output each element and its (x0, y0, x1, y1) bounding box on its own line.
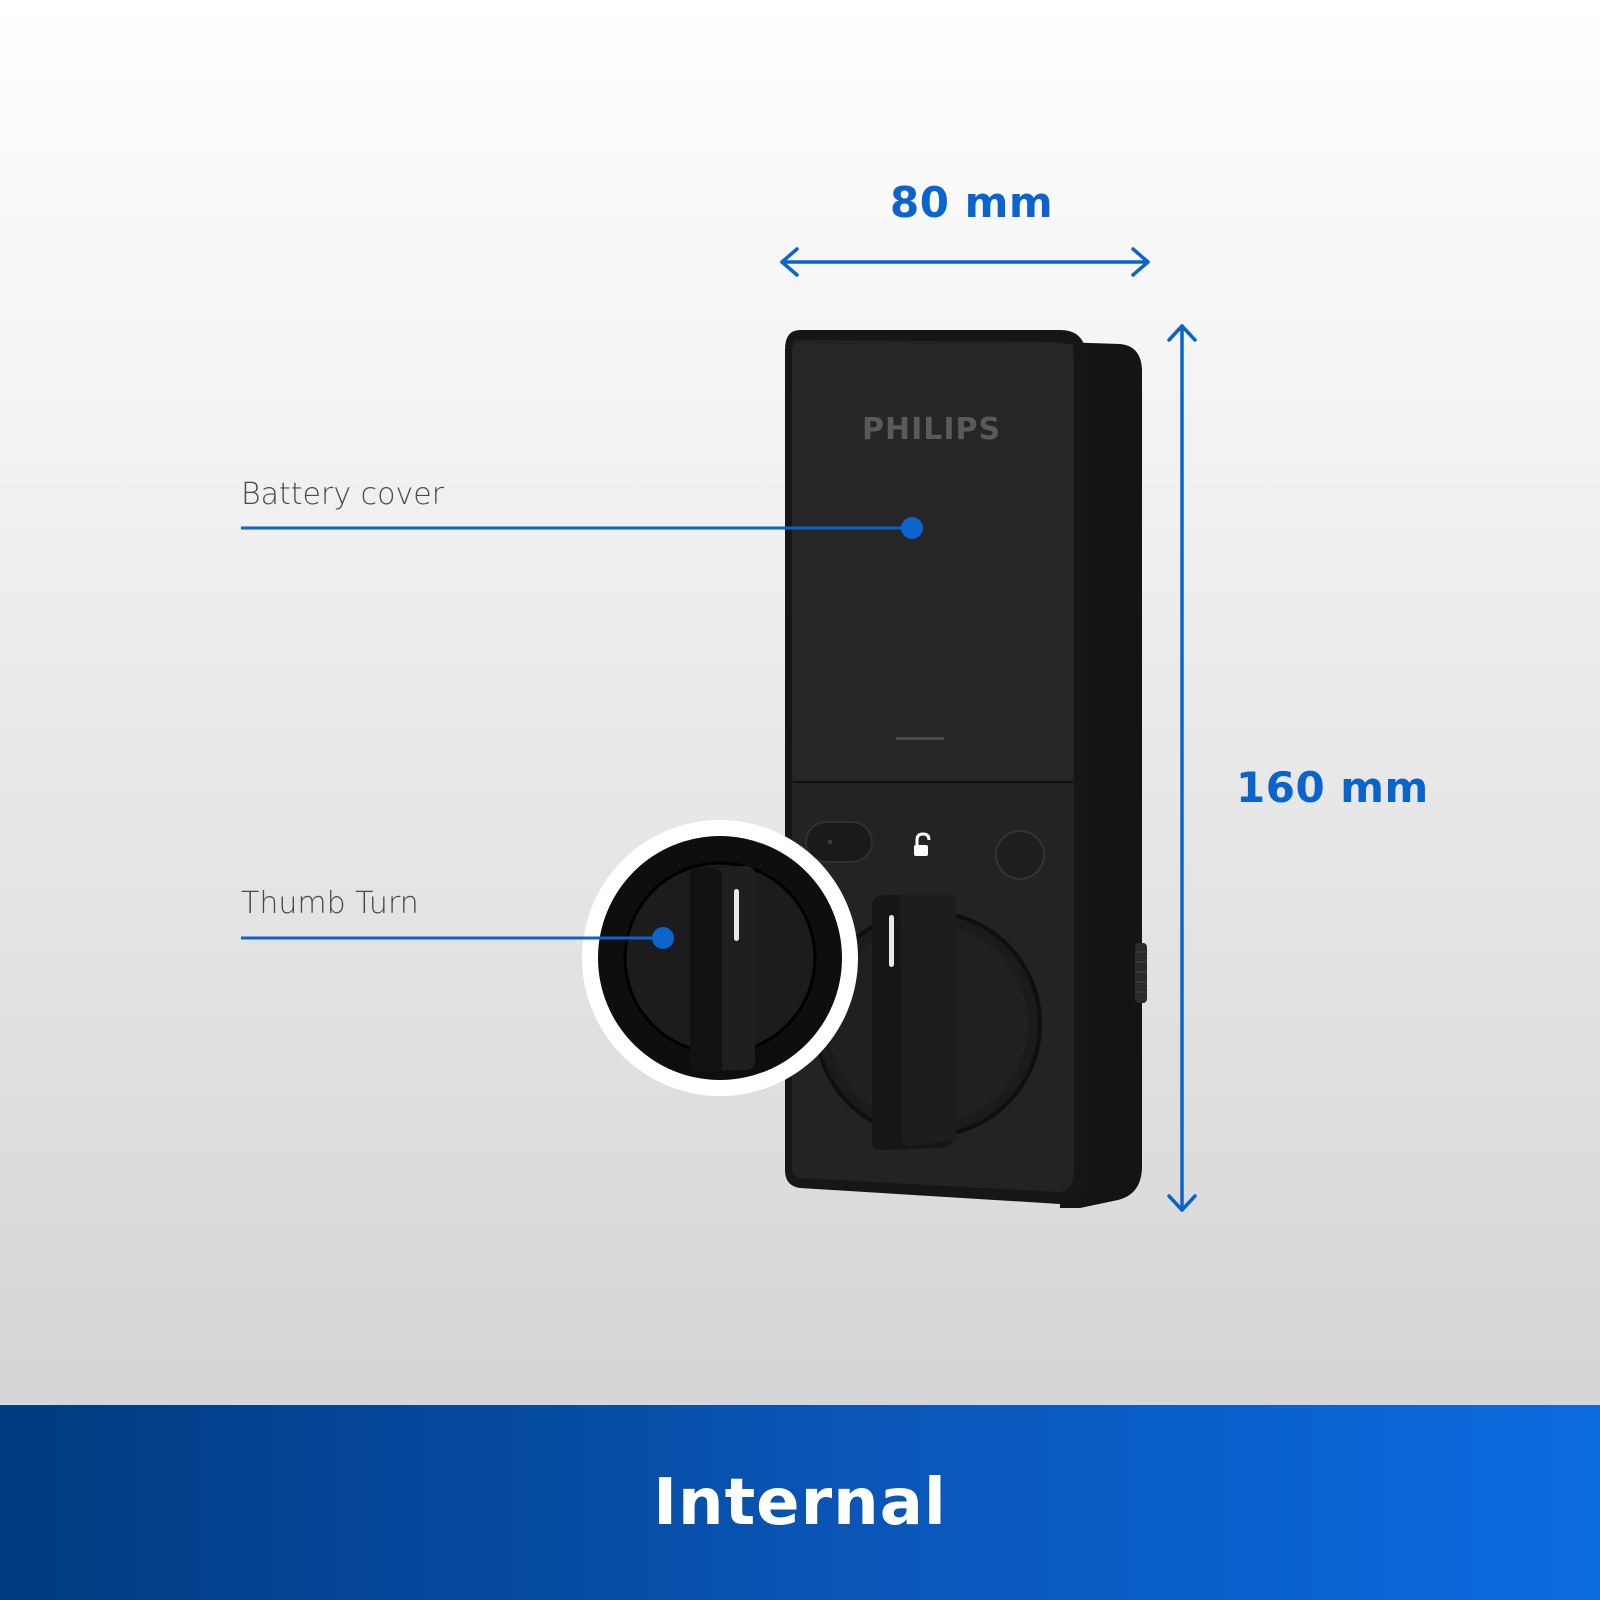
function-button (995, 830, 1045, 880)
indicator-window (805, 821, 873, 863)
footer-title: Internal (653, 1465, 947, 1540)
thumb-turn-callout (241, 927, 674, 949)
brand-logo: PHILIPS (862, 412, 1002, 447)
battery-cover-callout (241, 517, 923, 539)
battery-cover-panel (793, 344, 1073, 782)
padlock-open-icon (914, 832, 931, 856)
battery-cover-label: Battery cover (241, 477, 445, 512)
product-illustration-area: PHILIPS 80 mm 160 mm Battery cover Thumb… (241, 178, 1429, 1212)
footer-banner: Internal (0, 1405, 1600, 1600)
thumb-turn-zoom-circle (582, 820, 858, 1096)
width-dimension-label: 80 mm (890, 178, 1054, 227)
cover-release-slot (896, 737, 944, 740)
smart-lock-device (785, 330, 1147, 1208)
height-dimension-arrow (1167, 324, 1197, 1212)
width-dimension-arrow (780, 247, 1150, 277)
turn-indicator-line (889, 915, 894, 967)
dimension-drawing (241, 247, 1197, 1212)
thumb-turn-label: Thumb Turn (241, 886, 419, 921)
height-dimension-label: 160 mm (1236, 763, 1429, 812)
